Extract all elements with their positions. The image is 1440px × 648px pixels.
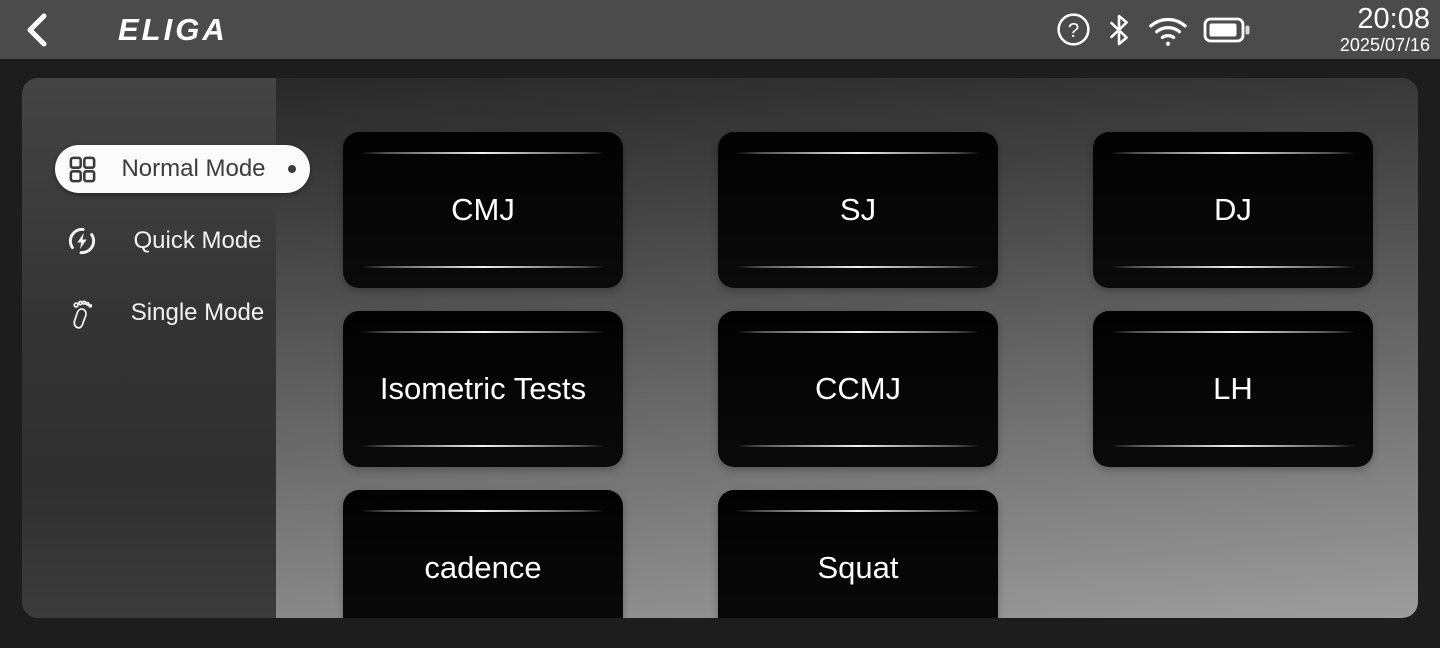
help-icon[interactable]: ? [1056, 12, 1091, 47]
back-chevron-icon [22, 11, 52, 49]
clock-block: 20:08 2025/07/16 [1295, 3, 1430, 56]
sidebar-item-label: Normal Mode [121, 155, 266, 182]
battery-icon[interactable] [1203, 14, 1251, 46]
status-icons: ? [1056, 4, 1430, 55]
quick-refresh-bolt-icon [65, 224, 99, 258]
clock-date: 2025/07/16 [1339, 35, 1430, 55]
footprint-icon [65, 296, 99, 330]
sidebar-item-label: Single Mode [130, 299, 265, 326]
sidebar-item-quick-mode[interactable]: Quick Mode [55, 217, 310, 265]
mode-sidebar: Normal Mode Quick Mode [22, 78, 310, 618]
test-button-cadence[interactable]: cadence [343, 490, 623, 618]
test-button-cmj[interactable]: CMJ [343, 132, 623, 288]
svg-text:?: ? [1068, 20, 1079, 42]
wifi-icon[interactable] [1147, 13, 1189, 47]
sidebar-item-single-mode[interactable]: Single Mode [55, 289, 310, 337]
test-button-label: Squat [817, 550, 899, 585]
bluetooth-icon[interactable] [1105, 12, 1133, 48]
test-button-label: CCMJ [814, 371, 902, 406]
test-button-sj[interactable]: SJ [718, 132, 998, 288]
selected-indicator-dot [288, 165, 296, 173]
test-button-label: cadence [424, 550, 542, 585]
back-button[interactable] [22, 8, 66, 52]
sidebar-item-normal-mode[interactable]: Normal Mode [55, 145, 310, 193]
test-grid: CMJ SJ DJ Isometric Tests CCMJ LH cadenc… [276, 78, 1418, 618]
test-button-label: CMJ [451, 192, 515, 227]
test-button-label: DJ [1214, 192, 1252, 227]
test-button-isometric-tests[interactable]: Isometric Tests [343, 311, 623, 467]
test-button-label: Isometric Tests [379, 371, 587, 406]
top-bar: ELIGA ? [0, 0, 1440, 59]
main-panel: Normal Mode Quick Mode [22, 78, 1418, 618]
sidebar-item-label: Quick Mode [133, 227, 262, 254]
test-button-ccmj[interactable]: CCMJ [718, 311, 998, 467]
test-button-lh[interactable]: LH [1093, 311, 1373, 467]
grid-icon [65, 152, 99, 186]
test-button-label: SJ [839, 192, 877, 227]
eliga-logo: ELIGA [118, 12, 228, 47]
clock-time: 20:08 [1357, 3, 1430, 35]
test-button-label: LH [1213, 371, 1253, 406]
test-button-squat[interactable]: Squat [718, 490, 998, 618]
test-button-dj[interactable]: DJ [1093, 132, 1373, 288]
